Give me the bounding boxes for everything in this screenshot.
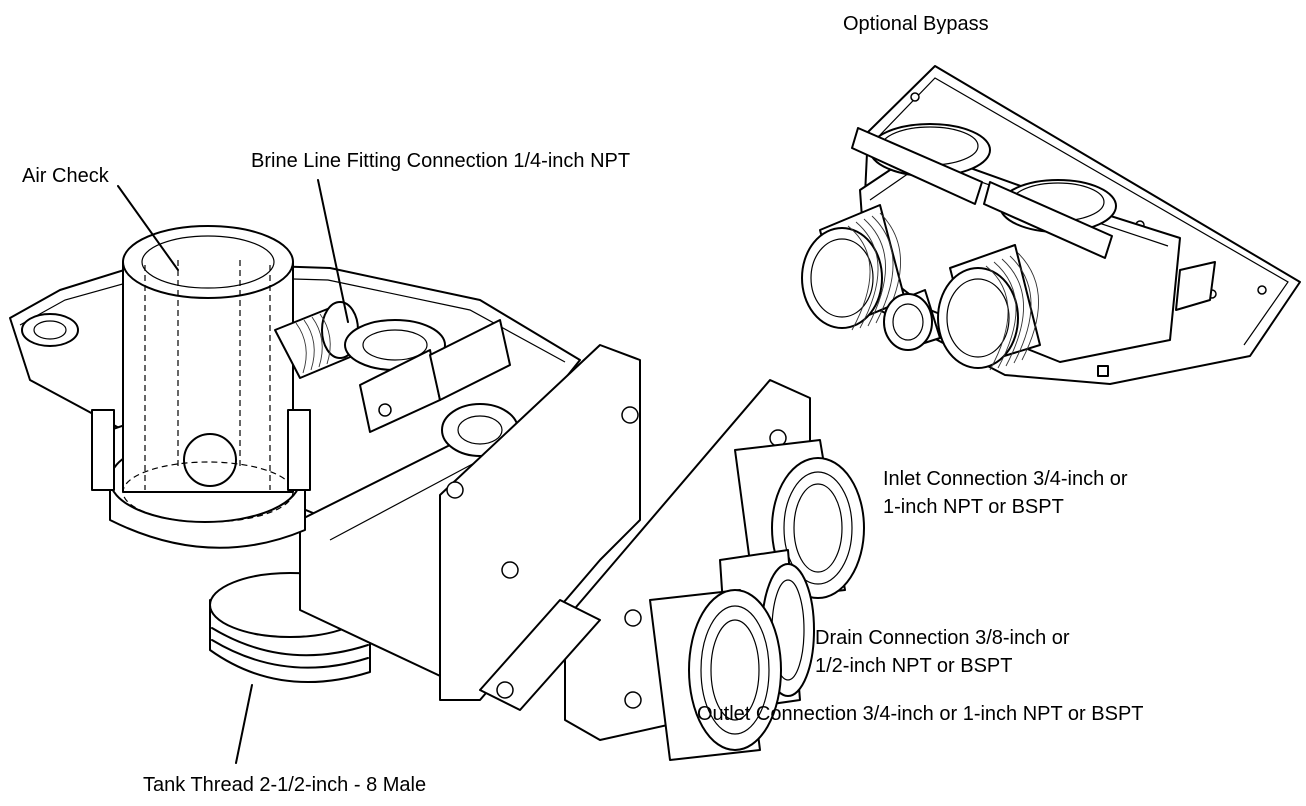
outlet-connection-label: Outlet Connection 3/4-inch or 1-inch NPT… [697,703,1144,725]
leader-tank-thread [235,684,253,764]
optional-bypass-label: Optional Bypass [843,13,989,35]
air-check-label: Air Check [22,165,109,187]
leader-air-check [117,185,179,271]
tank-thread-label: Tank Thread 2-1/2-inch - 8 Male [143,774,427,796]
brine-line-label: Brine Line Fitting Connection 1/4-inch N… [251,150,631,172]
threads-right [985,252,1039,371]
leader-lines [117,179,349,764]
ports-drawing [439,344,865,761]
brine-threads [295,313,331,374]
optional-bypass-drawing [801,65,1301,385]
drain-connection-label-line1: Drain Connection 3/8-inch or [815,627,1070,649]
leader-brine-line [317,179,349,323]
drain-connection-label-line2: 1/2-inch NPT or BSPT [815,655,1013,677]
inlet-connection-label-line2: 1-inch NPT or BSPT [883,496,1064,518]
threads-left [847,212,901,331]
inlet-connection-label-line1: Inlet Connection 3/4-inch or [883,468,1128,490]
